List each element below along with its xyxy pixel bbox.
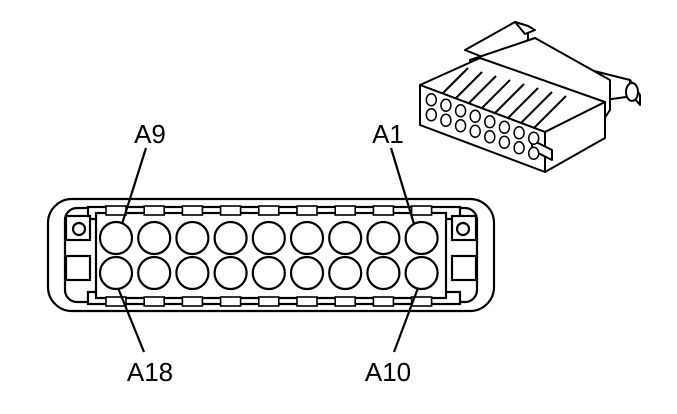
slot-top: [181, 205, 204, 216]
cavity: [440, 98, 452, 113]
cavity: [440, 113, 452, 128]
cavity: [454, 104, 467, 118]
cavity: [527, 146, 540, 161]
slot-top: [257, 205, 280, 216]
cavity: [425, 93, 438, 107]
slot-bottom: [410, 296, 433, 307]
slot-bottom: [181, 296, 204, 307]
leader-a18: [116, 287, 146, 353]
leader-a10: [392, 287, 420, 353]
pin-array: [98, 220, 439, 291]
slot-top: [372, 205, 395, 216]
cavity: [484, 130, 496, 144]
pin-a11: [366, 255, 401, 291]
pin-a5: [251, 220, 286, 256]
slot-bottom: [372, 296, 395, 307]
pin-a1: [404, 220, 439, 256]
connector-3d-cavities: [425, 93, 540, 161]
pin-a18: [98, 255, 134, 291]
keying-slots: [105, 205, 433, 307]
slot-top: [143, 205, 165, 216]
pin-a14: [251, 255, 286, 291]
connector-3d-ridges: [442, 67, 567, 129]
pin-a7: [175, 220, 210, 256]
slot-top: [219, 205, 242, 216]
pin-a9: [98, 220, 134, 256]
pin-a17: [137, 255, 172, 291]
slot-top: [296, 205, 318, 216]
pin-a2: [366, 220, 401, 256]
cavity: [513, 141, 525, 155]
pin-a6: [213, 220, 248, 256]
cavity: [454, 119, 467, 133]
label-a9: A9: [134, 119, 166, 149]
slot-bottom: [257, 296, 280, 307]
mounting-hole: [71, 221, 87, 237]
slot-bottom: [296, 296, 318, 307]
cavity: [527, 131, 540, 146]
leader-a9: [120, 147, 148, 225]
cavity: [498, 120, 511, 135]
pin-a10: [404, 255, 439, 291]
label-a1: A1: [372, 119, 404, 149]
leader-lines: [116, 147, 420, 353]
slot-bottom: [105, 296, 127, 307]
mounting-hole: [455, 221, 471, 237]
cavity: [469, 124, 481, 139]
cavity: [484, 115, 496, 129]
cavity: [425, 108, 438, 122]
pin-a16: [175, 255, 210, 291]
slot-top: [334, 205, 357, 216]
cavity: [469, 109, 481, 124]
leader-a1: [389, 147, 416, 225]
pin-a3: [328, 220, 363, 256]
slot-bottom: [334, 296, 357, 307]
pin-a15: [213, 255, 248, 291]
slot-bottom: [219, 296, 242, 307]
label-a10: A10: [365, 357, 411, 387]
pin-a8: [137, 220, 172, 256]
pin-a4: [289, 220, 325, 256]
cavity: [498, 135, 511, 150]
pin-a13: [289, 255, 325, 291]
slot-bottom: [143, 296, 165, 307]
label-a18: A18: [127, 357, 173, 387]
pin-a12: [328, 255, 363, 291]
cavity: [513, 126, 525, 140]
slot-top: [410, 205, 433, 216]
slot-top: [105, 205, 127, 216]
